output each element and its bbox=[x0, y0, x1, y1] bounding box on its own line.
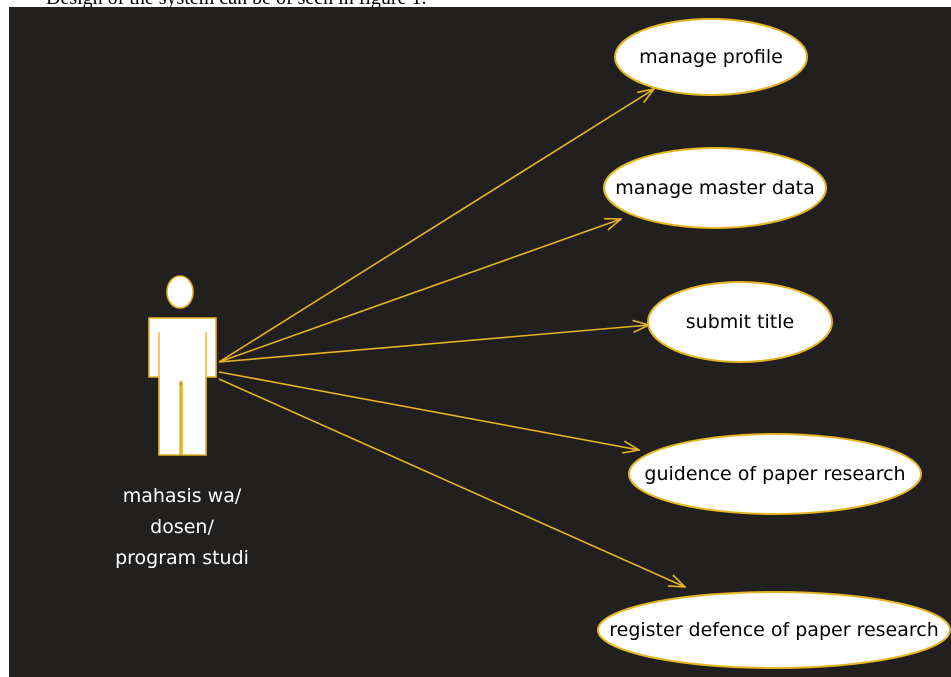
use-case-ellipse bbox=[614, 18, 808, 96]
association-line-submit-title bbox=[218, 325, 649, 363]
use-case-diagram: mahasis wa/ dosen/ program studi manage … bbox=[9, 7, 951, 677]
actor-label-line-3: program studi bbox=[115, 547, 249, 569]
use-case-label: register defence of paper research bbox=[609, 619, 939, 641]
association-line-register-defence bbox=[218, 378, 685, 587]
actor-head bbox=[166, 275, 194, 309]
diagram-canvas: mahasis wa/ dosen/ program studi manage … bbox=[115, 18, 951, 669]
use-case-label: manage profile bbox=[639, 46, 783, 68]
associations bbox=[218, 89, 685, 587]
actor-label-line-2: dosen/ bbox=[150, 516, 214, 538]
actor-label: mahasis wa/ dosen/ program studi bbox=[115, 485, 249, 569]
actor-figure bbox=[148, 275, 217, 456]
use-case-manage-master-data: manage master data bbox=[603, 147, 827, 229]
use-case-register-defence-of-paper-research: register defence of paper research bbox=[597, 591, 951, 669]
use-case-label: guidence of paper research bbox=[644, 463, 905, 485]
association-line-manage-profile bbox=[218, 89, 654, 363]
association-line-guidence bbox=[218, 371, 639, 450]
use-case-ellipse bbox=[647, 281, 833, 363]
use-case-ellipse bbox=[597, 591, 951, 669]
association-line-manage-master-data bbox=[218, 219, 621, 363]
figure-caption: Design of the system can be of seen in f… bbox=[46, 0, 426, 10]
actor-label-line-1: mahasis wa/ bbox=[123, 485, 242, 507]
use-case-ellipse bbox=[628, 433, 922, 515]
use-case-submit-title: submit title bbox=[647, 281, 833, 363]
use-case-manage-profile: manage profile bbox=[614, 18, 808, 96]
use-case-label: submit title bbox=[686, 311, 794, 333]
use-case-ellipse bbox=[603, 147, 827, 229]
use-case-label: manage master data bbox=[615, 177, 814, 199]
use-case-guidence-of-paper-research: guidence of paper research bbox=[628, 433, 922, 515]
